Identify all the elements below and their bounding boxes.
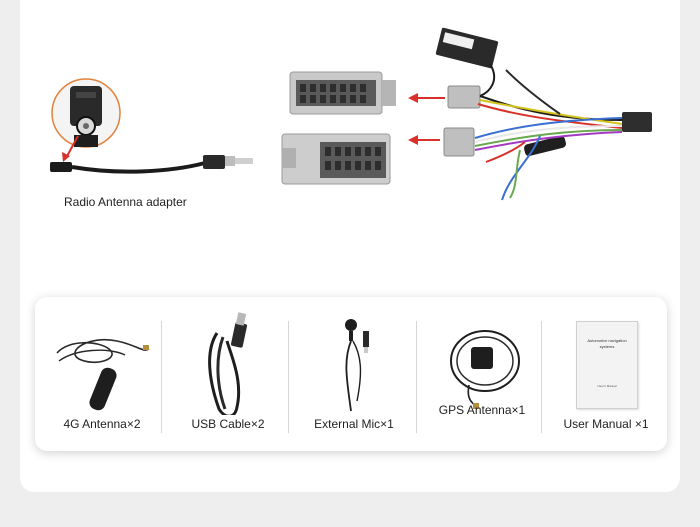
accessory-4g-antenna: 4G Antenna×2 [39,297,165,451]
microphone-icon [345,319,369,412]
product-card: Radio Antenna adapter 4G Antenna×2 USB C… [20,0,680,492]
manual-title-line1: Automotive navigation [587,338,627,343]
accessory-gps-antenna: GPS Antenna×1 [419,297,545,451]
harness-plugs [435,27,652,157]
antenna-adapter-caption: Radio Antenna adapter [64,195,187,209]
user-manual-icon: Automotive navigation systems User's Man… [576,321,638,409]
accessory-label: 4G Antenna×2 [63,417,141,431]
accessory-external-mic: External Mic×1 [291,297,417,451]
antenna-adapter-cable [50,155,253,174]
accessory-label: USB Cable×2 [191,417,265,431]
divider [288,321,289,433]
accessory-label: GPS Antenna×1 [438,403,526,417]
wiring-illustration: Radio Antenna adapter [50,27,652,209]
divider [416,321,417,433]
accessory-usb-cable: USB Cable×2 [165,297,291,451]
mapping-arrows [408,93,445,145]
accessory-user-manual: Automotive navigation systems User's Man… [543,297,669,451]
accessory-label: External Mic×1 [314,417,394,431]
manual-title-line2: systems [599,344,615,349]
4g-antenna-icon [56,338,150,411]
accessories-panel: 4G Antenna×2 USB Cable×2 Ext [35,297,667,451]
harness-connector-upper [289,71,396,115]
accessory-label: User Manual ×1 [563,417,649,431]
manual-subtitle: User's Manual [597,384,617,388]
divider [541,321,542,433]
gps-antenna-icon [450,330,520,409]
harness-connector-lower [281,133,391,185]
wire-bundle [474,63,623,201]
divider [161,321,162,433]
antenna-adapter-zoom [51,78,121,148]
usb-cable-icon [208,312,247,415]
